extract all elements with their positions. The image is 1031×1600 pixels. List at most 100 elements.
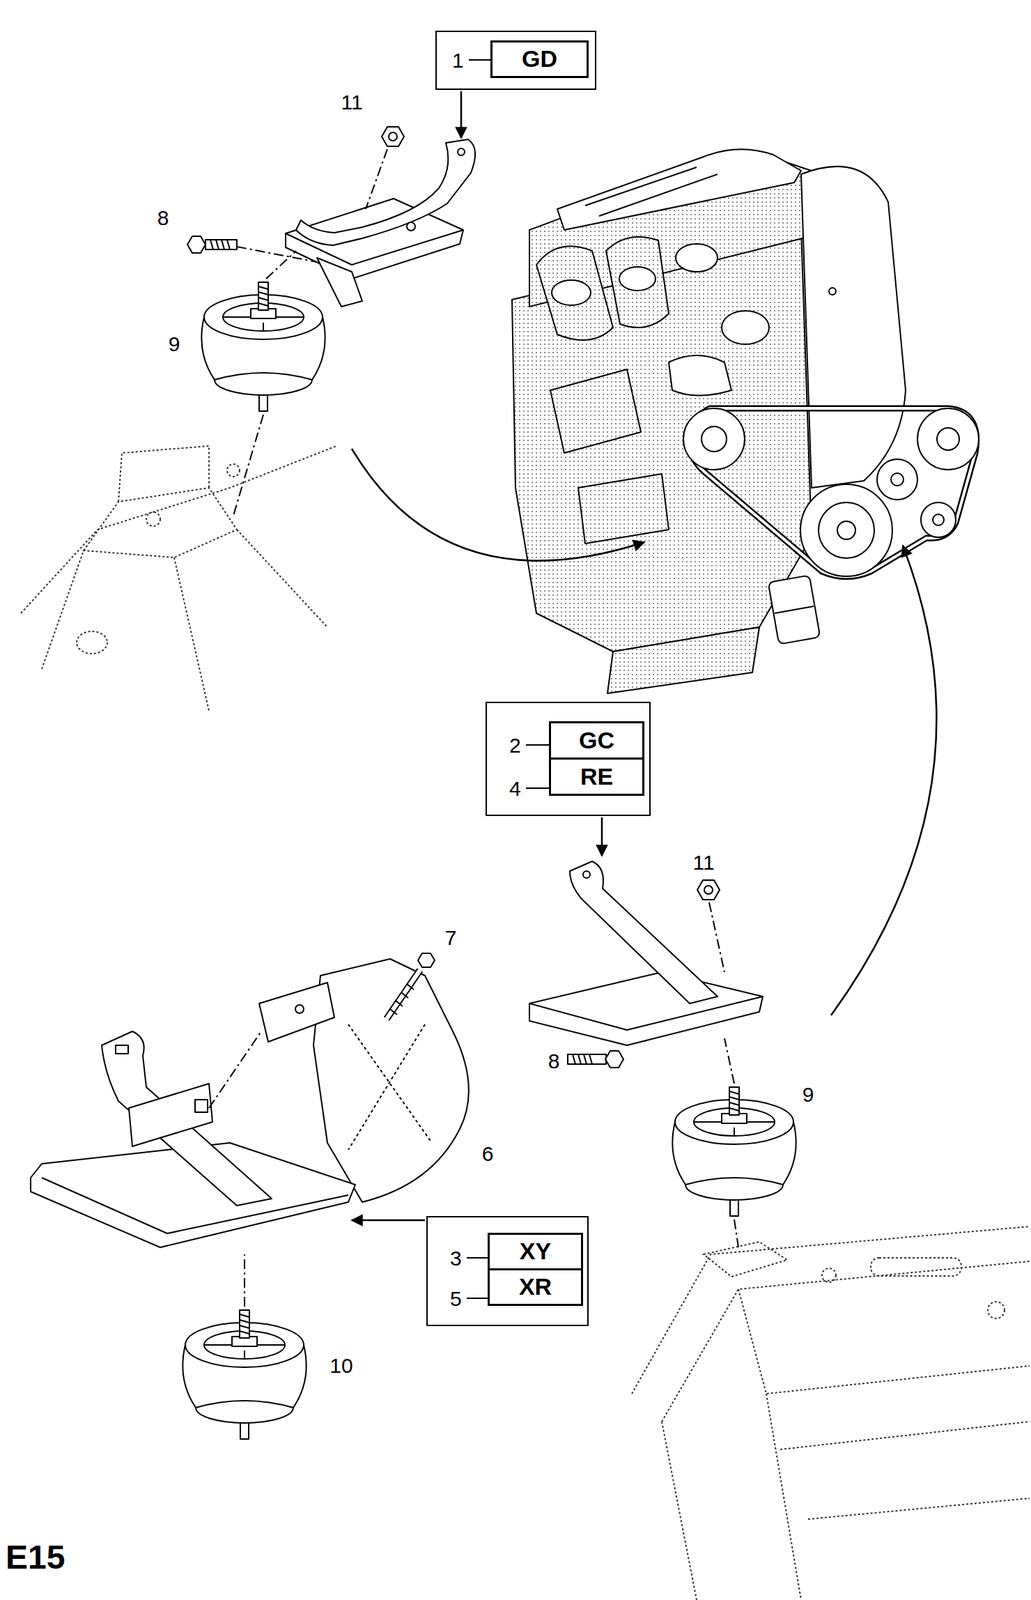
crossmember: [661, 1393, 802, 1600]
engine-mount-bracket: [316, 257, 363, 307]
leader-tick: [466, 1297, 488, 1299]
engine-drawing: [550, 369, 641, 453]
leader-tick: [525, 787, 549, 789]
engine-drawing: [536, 245, 614, 340]
body-panel: [76, 631, 108, 654]
callout-number: 2: [509, 733, 522, 757]
callout-number: 9: [802, 1082, 815, 1106]
engine-drawing: [920, 502, 956, 538]
callout-number: 6: [482, 1141, 494, 1165]
body-panel: [227, 463, 240, 477]
engine-mount-bracket: [583, 870, 591, 878]
option-code-box: XY: [487, 1232, 584, 1270]
engine-mount-bracket: [208, 1031, 262, 1307]
engine-mount-bracket: [406, 222, 416, 231]
engine-drawing: [917, 408, 979, 470]
callout-frame: 2 4 GC RE: [485, 701, 651, 816]
pointer-arrow: [351, 1219, 425, 1222]
callout-frame: 1GD: [435, 30, 597, 90]
pointer-arrow: [460, 91, 463, 138]
pointer-arrow: [831, 545, 937, 1015]
engine-mount-bracket: [390, 983, 414, 1015]
body-panel: [20, 445, 337, 614]
engine-drawing: [828, 287, 836, 295]
engine-mount-bracket: [569, 861, 718, 1004]
option-code-box: GD: [490, 40, 589, 79]
engine-mount-bracket: [30, 952, 469, 1307]
callout-number: 8: [548, 1049, 561, 1073]
crossmember: [870, 1257, 962, 1276]
engine-mount-bracket: [187, 236, 206, 253]
callout-number: 9: [168, 332, 181, 356]
option-code: XY: [519, 1237, 552, 1264]
engine-mount-bracket: [529, 971, 763, 1045]
engine-mount-bracket: [348, 1024, 432, 1150]
engine-drawing: [675, 243, 718, 272]
callout-number: 3: [450, 1246, 462, 1270]
option-code-box: XR: [487, 1267, 584, 1306]
pointer-arrow: [351, 91, 937, 1220]
crossmember: [987, 1301, 1005, 1319]
engine-mount-bracket: [529, 996, 763, 1030]
engine-drawing: [801, 166, 906, 488]
engine-drawing: [818, 502, 875, 558]
body-panel: [41, 529, 328, 711]
engine-mount-bracket: [41, 1177, 349, 1234]
figure-code: E15: [5, 1538, 65, 1576]
engine-mount-bracket: [567, 1053, 607, 1064]
engine-drawing: [619, 266, 656, 291]
engine-drawing: [936, 427, 960, 451]
crossmember: [703, 1241, 788, 1277]
engine-mount-bracket: [195, 1099, 208, 1112]
engine-drawing: [721, 310, 770, 345]
engine-mount-bracket: [697, 879, 720, 900]
rubber-mount: [182, 1309, 306, 1439]
engine-mount-bracket: [388, 132, 398, 141]
callout-frame: 35XYXR: [426, 1215, 589, 1326]
engine-drawing: [512, 149, 979, 694]
body-panel: [83, 487, 237, 558]
body-panel: [20, 445, 337, 711]
engine-drawing: [774, 606, 814, 614]
option-code: XR: [518, 1273, 552, 1300]
engine-drawing: [512, 229, 812, 652]
engine-mount-bracket: [101, 1031, 272, 1206]
engine-drawing: [606, 236, 669, 328]
engine-mount-bracket: [381, 126, 405, 147]
callout-number: 11: [340, 90, 363, 114]
engine-mount-bracket: [128, 1083, 213, 1146]
crossmember: [631, 1226, 1030, 1394]
engine-mount-bracket: [115, 1044, 129, 1054]
engine-drawing: [890, 473, 904, 486]
engine-mount-bracket: [704, 885, 713, 894]
option-code-box: GC: [548, 721, 645, 760]
engine-mount-bracket: [295, 1004, 304, 1013]
leader-tick: [525, 743, 549, 746]
engine-mount-bracket: [572, 1053, 593, 1064]
engine-drawing: [932, 514, 944, 526]
crossmember: [822, 1267, 836, 1282]
rubber-mount: [672, 1086, 796, 1216]
engine-mount-bracket: [417, 952, 435, 967]
engine-drawing: [683, 408, 745, 470]
callout-number: 4: [509, 776, 522, 800]
engine-drawing: [607, 626, 760, 694]
engine-mount-bracket: [210, 239, 230, 250]
callout-number: 11: [692, 850, 715, 874]
crossmember: [780, 1421, 1030, 1519]
pointer-arrow: [351, 448, 645, 561]
crossmember: [631, 1226, 1030, 1600]
callout-number: 8: [157, 206, 170, 230]
callout-number: 10: [329, 1353, 353, 1377]
option-code-box: RE: [548, 757, 645, 796]
engine-drawing: [551, 280, 591, 306]
option-code: GD: [521, 45, 558, 72]
engine-drawing: [585, 167, 718, 216]
rubber-mount: [201, 282, 325, 412]
engine-mount-bracket: [187, 126, 476, 516]
leader-tick: [466, 1256, 488, 1259]
leader-tick: [468, 59, 491, 61]
option-code: GC: [578, 727, 615, 754]
